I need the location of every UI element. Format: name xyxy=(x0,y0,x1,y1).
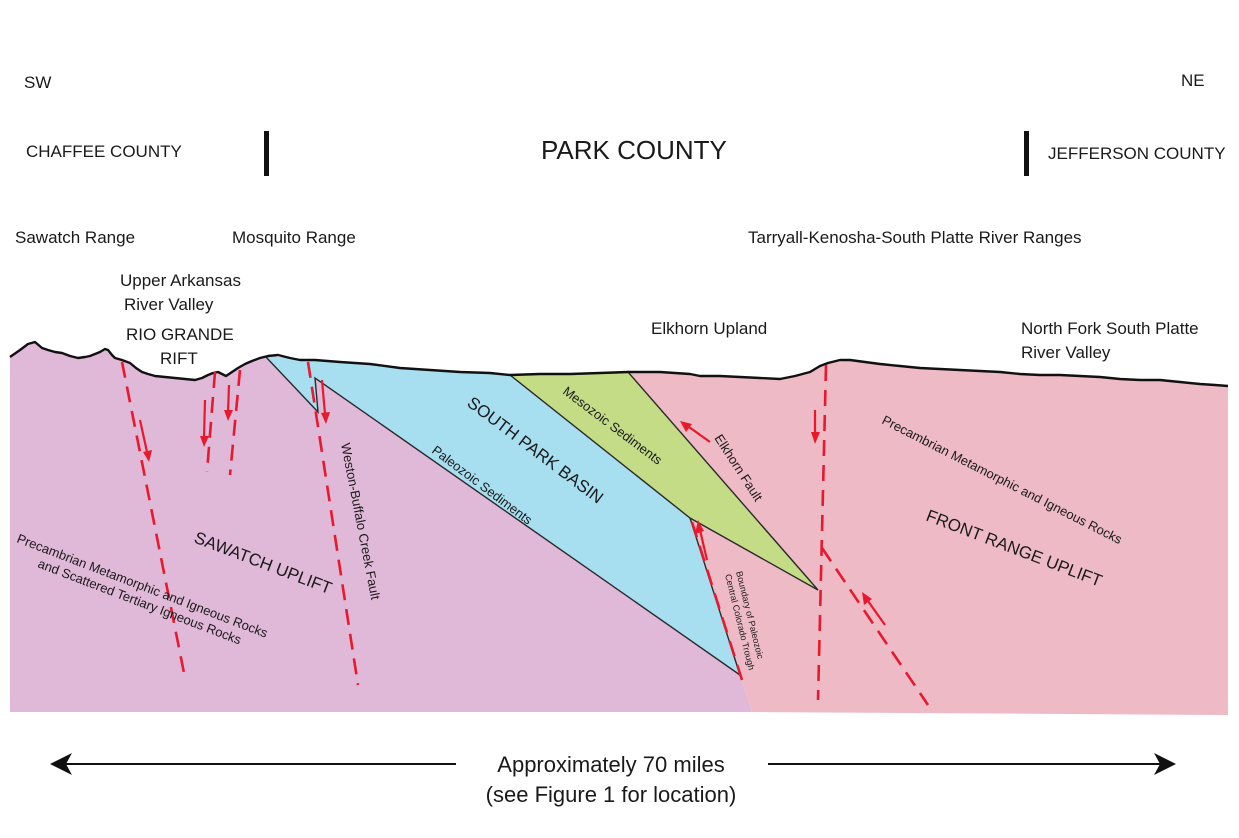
mosquito-range-label: Mosquito Range xyxy=(232,228,356,247)
arrowhead-icon xyxy=(811,432,820,444)
up-arrow-icon xyxy=(867,600,886,626)
arrowhead-icon xyxy=(862,592,872,605)
arrowhead-icon xyxy=(143,450,152,462)
ne-label: NE xyxy=(1181,71,1205,90)
county-divider-left xyxy=(264,131,269,176)
down-arrow-icon xyxy=(138,419,149,453)
jefferson-county-label: JEFFERSON COUNTY xyxy=(1048,144,1226,163)
boundary-trough-fault-line xyxy=(690,521,744,681)
sawatch-fault-line xyxy=(120,361,187,679)
chaffee-county-label: CHAFFEE COUNTY xyxy=(26,142,182,161)
front-range-splay-fault-line xyxy=(820,547,930,706)
front-range-uplift-region xyxy=(628,360,1228,715)
rift-fault-right xyxy=(228,369,242,476)
north-fork-label-line2: River Valley xyxy=(1021,343,1111,362)
arrowhead-icon xyxy=(224,410,233,421)
weston-buffalo-creek-fault-line xyxy=(306,361,360,686)
left-arrow-icon xyxy=(50,753,72,775)
up-arrow-icon xyxy=(688,426,711,443)
down-arrow-icon xyxy=(202,399,207,439)
ground-surface xyxy=(9,340,1229,388)
mesozoic-sediments-region xyxy=(510,372,818,590)
right-arrow-icon xyxy=(1154,753,1176,775)
arrowhead-icon xyxy=(695,520,704,534)
arrowhead-icon xyxy=(680,421,692,432)
rio-grande-label-line2: RIFT xyxy=(160,349,198,368)
up-arrow-icon xyxy=(698,529,709,561)
elkhorn-upland-label: Elkhorn Upland xyxy=(651,319,767,338)
faults xyxy=(120,361,930,706)
sawatch-range-label: Sawatch Range xyxy=(15,228,135,247)
displacement-arrows xyxy=(138,379,886,626)
down-arrow-icon xyxy=(320,379,327,415)
north-fork-label-line1: North Fork South Platte xyxy=(1021,319,1199,338)
down-arrow-icon xyxy=(226,384,231,413)
arrowhead-icon xyxy=(321,412,330,424)
park-county-label: PARK COUNTY xyxy=(541,135,727,165)
scale-label-line2: (see Figure 1 for location) xyxy=(486,782,737,807)
upper-arkansas-label-line2: River Valley xyxy=(124,295,214,314)
rio-grande-label-line1: RIO GRANDE xyxy=(126,325,234,344)
tarryall-ranges-label: Tarryall-Kenosha-South Platte River Rang… xyxy=(748,228,1082,247)
front-range-fault-line xyxy=(816,364,828,701)
sawatch-uplift-region xyxy=(10,342,752,712)
rift-fault-left xyxy=(205,371,217,473)
county-divider-right xyxy=(1024,131,1029,176)
upper-arkansas-label-line1: Upper Arkansas xyxy=(120,271,241,290)
scale-label-line1: Approximately 70 miles xyxy=(497,752,724,777)
sw-label: SW xyxy=(24,73,51,92)
arrowhead-icon xyxy=(200,436,209,447)
